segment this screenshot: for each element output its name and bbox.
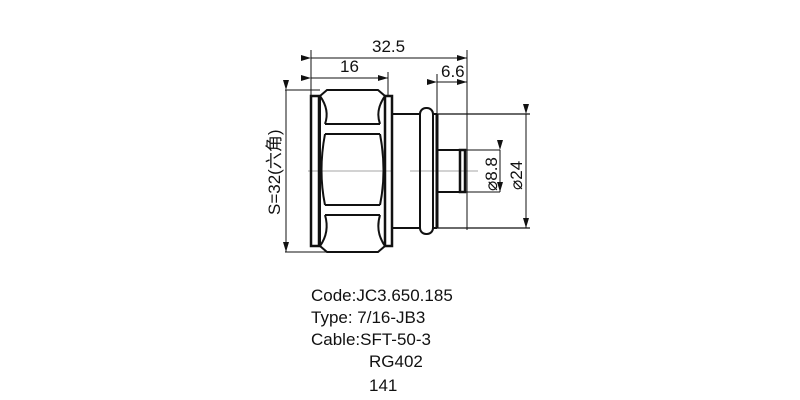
dim-hex-size: S=32(六角) — [265, 130, 284, 216]
dimension-lines — [283, 50, 529, 253]
dim-inner-diameter: ⌀8.8 — [482, 157, 501, 191]
hex-nut — [309, 89, 394, 253]
dim-outer-diameter: ⌀24 — [507, 161, 526, 190]
dim-tail-length: 6.6 — [441, 62, 465, 81]
dim-overall-length: 32.5 — [372, 37, 405, 56]
dim-nut-length: 16 — [340, 57, 359, 76]
part-cable-alt2: 141 — [369, 376, 398, 395]
part-code: Code:JC3.650.185 — [311, 286, 453, 305]
part-type: Type: 7/16-JB3 — [311, 308, 426, 327]
part-cable: Cable:SFT-50-3 — [311, 330, 431, 349]
part-cable-alt1: RG402 — [369, 352, 423, 371]
connector-body — [392, 107, 530, 235]
